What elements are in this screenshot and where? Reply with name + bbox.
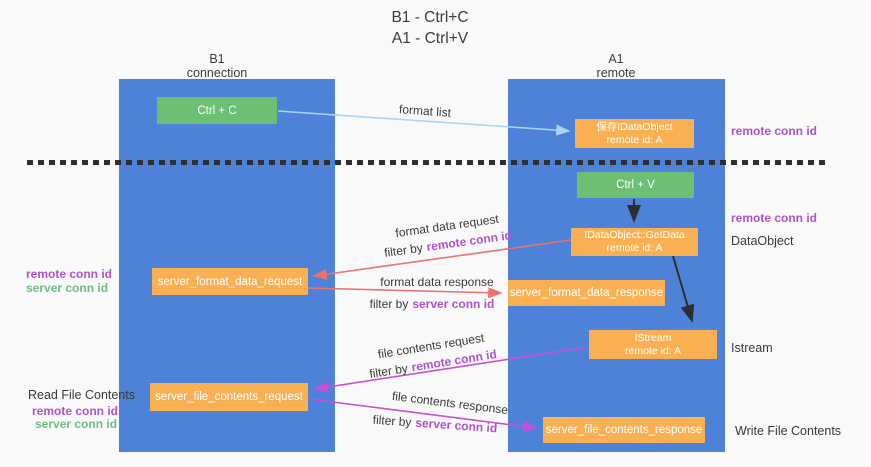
- dataobject-label: DataObject: [731, 234, 794, 248]
- format-data-response-label: format data response: [380, 275, 494, 289]
- save-idataobject-line1: 保存IDataObject: [596, 120, 673, 133]
- lane-a1-name: A1: [608, 52, 624, 66]
- ctrl-c-node: Ctrl + C: [157, 97, 277, 124]
- clipboard-remote-conn-id-label: remote conn id: [731, 124, 818, 138]
- server-file-contents-response-node: server_file_contents_response: [543, 417, 705, 443]
- file-remote-conn-id-label: remote conn id: [32, 404, 119, 418]
- lane-b1-name: B1: [209, 52, 225, 66]
- save-idataobject-node: 保存IDataObject remote id: A: [575, 119, 694, 148]
- file-contents-request-arrow: [313, 346, 589, 393]
- paste-remote-conn-id-label: remote conn id: [731, 211, 818, 225]
- title-line-2: A1 - Ctrl+V: [391, 30, 469, 47]
- filter-by-text: filter by: [369, 297, 409, 311]
- format-list-arrow: [277, 110, 571, 136]
- lane-a1-role: remote: [596, 66, 636, 80]
- getdata-node: IDataObject::GetData remote id: A: [571, 228, 698, 256]
- getdata-line1: IDataObject::GetData: [584, 229, 685, 241]
- istream-line2: remote id: A: [624, 344, 682, 357]
- ctrl-v-node: Ctrl + V: [577, 172, 694, 198]
- file-server-conn-id-label: server conn id: [35, 417, 118, 431]
- server-file-contents-request-node: server_file_contents_request: [150, 383, 308, 411]
- format-remote-conn-id-label: remote conn id: [26, 267, 113, 281]
- file-contents-response-arrow: [308, 398, 538, 432]
- istream-line1: IStream: [634, 331, 672, 344]
- format-data-request-arrow: [312, 239, 572, 280]
- filter-by-text: filter by: [372, 412, 412, 430]
- istream-node: IStream remote id: A: [589, 330, 717, 359]
- istream-side-label: Istream: [731, 341, 773, 355]
- server-format-data-request-node: server_format_data_request: [152, 268, 308, 295]
- read-file-contents-label: Read File Contents: [28, 388, 136, 402]
- getdata-to-istream-arrow: [672, 255, 695, 323]
- format-server-conn-id-label: server conn id: [26, 281, 109, 295]
- lane-b1-role: connection: [186, 66, 248, 80]
- format-data-response-arrow: [307, 287, 503, 299]
- lane-header-b1: B1 connection: [137, 52, 297, 80]
- server-conn-id-text: server conn id: [412, 297, 495, 311]
- write-file-contents-label: Write File Contents: [735, 424, 842, 438]
- title-line-1: B1 - Ctrl+C: [391, 9, 469, 26]
- save-idataobject-line2: remote id: A: [606, 133, 663, 146]
- diagram-title: B1 - Ctrl+C A1 - Ctrl+V: [0, 7, 860, 49]
- getdata-line2: remote id: A: [606, 242, 663, 254]
- server-format-data-response-node: server_format_data_response: [508, 280, 665, 306]
- copy-paste-separator: [27, 160, 830, 165]
- lane-header-a1: A1 remote: [536, 52, 696, 80]
